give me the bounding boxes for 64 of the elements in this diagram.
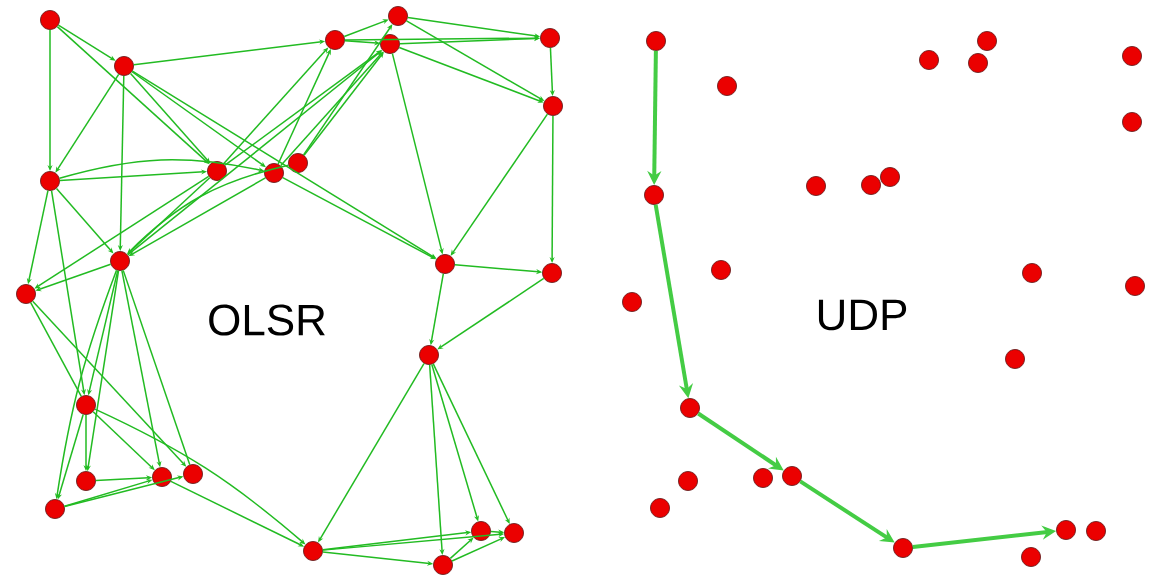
network-node <box>303 541 323 561</box>
arrow <box>451 537 505 562</box>
network-node <box>40 10 60 30</box>
network-node <box>207 161 227 181</box>
network-node <box>1122 112 1142 132</box>
arrow <box>129 72 211 164</box>
network-node <box>646 31 666 51</box>
network-node <box>433 555 453 575</box>
arrow <box>302 24 393 156</box>
network-node <box>861 175 881 195</box>
network-node <box>678 471 698 491</box>
network-node <box>76 395 96 415</box>
network-node <box>893 538 913 558</box>
network-node <box>650 498 670 518</box>
network-node <box>968 53 988 73</box>
network-node <box>110 251 130 271</box>
network-node <box>419 345 439 365</box>
network-node <box>880 167 900 187</box>
arrow <box>127 164 290 254</box>
network-node <box>753 468 773 488</box>
network-node <box>542 263 562 283</box>
arrow <box>55 187 114 254</box>
network-node <box>919 50 939 70</box>
network-node <box>76 471 96 491</box>
arrow <box>277 49 331 165</box>
network-node <box>1125 276 1145 296</box>
network-node <box>644 185 664 205</box>
network-node <box>114 56 134 76</box>
network-node <box>471 521 491 541</box>
network-node <box>782 466 802 486</box>
network-node <box>288 153 308 173</box>
arrow <box>450 113 549 256</box>
arrow <box>398 46 544 103</box>
network-title: UDP <box>818 299 907 331</box>
network-node <box>435 254 455 274</box>
network-node <box>711 260 731 280</box>
network-node <box>1005 349 1025 369</box>
network-node <box>380 34 400 54</box>
network-node <box>680 398 700 418</box>
network-node <box>183 464 203 484</box>
network-node <box>1122 46 1142 66</box>
network-node <box>40 171 60 191</box>
network-node <box>152 467 172 487</box>
network-node <box>977 31 997 51</box>
network-node <box>806 176 826 196</box>
network-node <box>264 163 284 183</box>
network-node <box>1022 263 1042 283</box>
network-node <box>543 96 563 116</box>
network-node <box>1021 547 1041 567</box>
arrow <box>55 73 120 173</box>
network-node <box>388 6 408 26</box>
network-node <box>717 76 737 96</box>
network-node <box>1056 520 1076 540</box>
network-title: OLSR <box>209 304 325 336</box>
arrow <box>437 277 545 350</box>
network-node <box>622 292 642 312</box>
network-node <box>1086 521 1106 541</box>
network-node <box>45 499 65 519</box>
arrow <box>343 19 389 38</box>
arrow <box>34 175 210 289</box>
network-node <box>16 284 36 304</box>
network-node <box>504 523 524 543</box>
network-node <box>325 30 345 50</box>
network-node <box>540 28 560 48</box>
